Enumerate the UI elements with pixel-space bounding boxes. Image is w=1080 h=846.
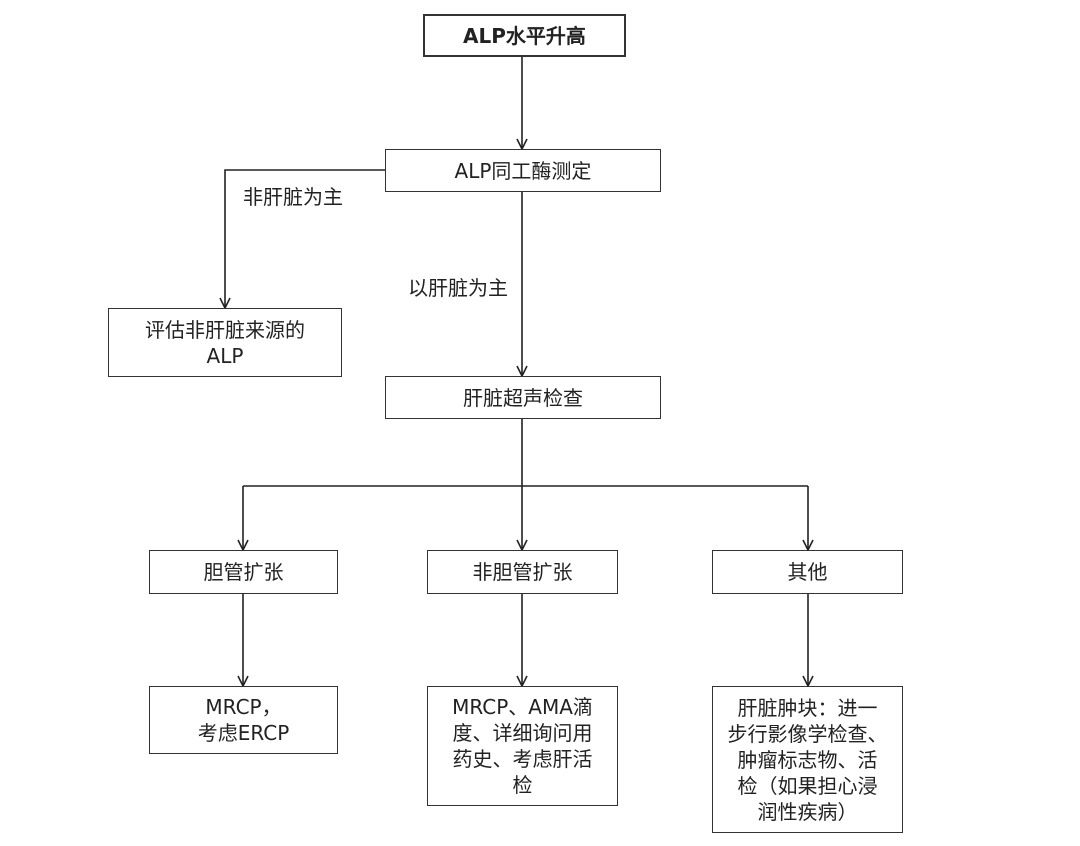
- node-liver-ultrasound: 肝脏超声检查: [385, 376, 661, 419]
- node-alp-isoenzyme-test: ALP同工酶测定: [385, 149, 661, 192]
- edge-label-non-liver-main: 非肝脏为主: [243, 185, 343, 209]
- edge-isoenzyme-to-non-liver: [225, 169, 385, 308]
- node-alp-elevated: ALP水平升高: [423, 14, 626, 57]
- node-no-bile-duct-dilation: 非胆管扩张: [427, 550, 618, 594]
- node-bile-duct-dilation: 胆管扩张: [149, 550, 338, 594]
- node-other: 其他: [712, 550, 903, 594]
- node-mrcp-ercp: MRCP， 考虑ERCP: [149, 686, 338, 754]
- node-mrcp-ama-workup: MRCP、AMA滴 度、详细询问用 药史、考虑肝活 检: [427, 686, 618, 806]
- node-non-liver-evaluation: 评估非肝脏来源的 ALP: [108, 308, 342, 377]
- node-liver-mass-workup: 肝脏肿块：进一 步行影像学检查、 肿瘤标志物、活 检（如果担心浸 润性疾病）: [712, 686, 903, 833]
- edge-label-liver-main: 以肝脏为主: [408, 276, 508, 300]
